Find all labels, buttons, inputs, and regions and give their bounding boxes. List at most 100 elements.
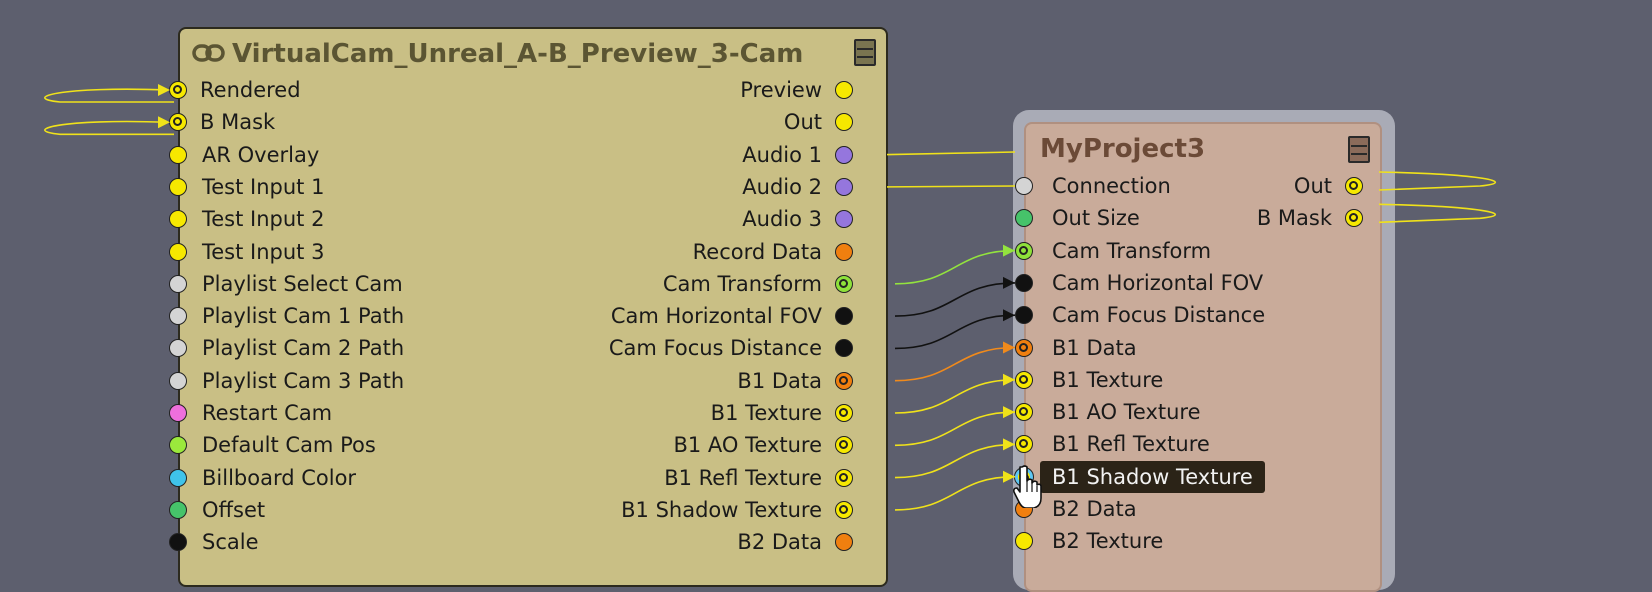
node-title[interactable]: MyProject3 bbox=[1040, 134, 1206, 164]
output-label: B1 Data bbox=[737, 368, 822, 393]
input-label: B1 AO Texture bbox=[1052, 400, 1201, 425]
wire bbox=[894, 346, 1016, 382]
b1-texture-input-port[interactable] bbox=[1015, 370, 1033, 389]
b1-ao-texture-output-port[interactable] bbox=[835, 436, 853, 455]
b2-texture-input-port[interactable] bbox=[1015, 532, 1033, 551]
out-output-port[interactable] bbox=[835, 113, 853, 132]
b2-data-output-port[interactable] bbox=[835, 533, 853, 552]
audio-1-output-port[interactable] bbox=[835, 145, 853, 164]
cam-horizontal-fov-input-port[interactable] bbox=[1015, 273, 1033, 292]
collapse-icon[interactable] bbox=[854, 39, 876, 66]
input-label: Playlist Cam 1 Path bbox=[202, 304, 405, 329]
input-label: AR Overlay bbox=[202, 142, 320, 167]
output-label: Cam Horizontal FOV bbox=[610, 304, 822, 329]
b-mask-input-port[interactable] bbox=[169, 113, 187, 132]
wire bbox=[44, 88, 174, 103]
audio-2-output-port[interactable] bbox=[835, 177, 853, 196]
output-label: Record Data bbox=[692, 239, 822, 264]
wire bbox=[894, 282, 1016, 317]
input-label: Cam Focus Distance bbox=[1052, 303, 1266, 328]
wire bbox=[886, 151, 1016, 156]
input-label: Cam Transform bbox=[1052, 238, 1212, 263]
input-label: B Mask bbox=[200, 110, 276, 135]
b1-shadow-texture-output-port[interactable] bbox=[835, 500, 853, 519]
output-label: B1 Texture bbox=[710, 401, 822, 425]
input-label: B1 Data bbox=[1052, 335, 1137, 360]
playlist-cam-3-path-input-port[interactable] bbox=[169, 371, 187, 390]
input-label: Offset bbox=[202, 497, 266, 522]
input-label: Default Cam Pos bbox=[202, 433, 376, 458]
output-label: B Mask bbox=[1256, 206, 1332, 231]
rendered-input-port[interactable] bbox=[169, 81, 187, 99]
b1-refl-texture-output-port[interactable] bbox=[835, 468, 853, 487]
wire bbox=[1378, 171, 1496, 191]
input-label: Connection bbox=[1052, 174, 1171, 198]
restart-cam-input-port[interactable] bbox=[169, 404, 187, 422]
output-label: B1 AO Texture bbox=[673, 433, 822, 458]
record-data-output-port[interactable] bbox=[835, 242, 853, 261]
output-label: B1 Shadow Texture bbox=[621, 497, 822, 522]
b1-data-output-port[interactable] bbox=[835, 371, 853, 390]
node-virtualcam[interactable]: VirtualCam_Unreal_A-B_Preview_3-Cam Rend… bbox=[169, 27, 888, 587]
audio-3-output-port[interactable] bbox=[835, 210, 853, 229]
offset-input-port[interactable] bbox=[169, 500, 187, 519]
input-label: Playlist Select Cam bbox=[202, 271, 403, 296]
playlist-cam-1-path-input-port[interactable] bbox=[169, 307, 187, 326]
wire bbox=[894, 443, 1016, 479]
collapse-icon[interactable] bbox=[1348, 136, 1370, 163]
output-label: B2 Data bbox=[737, 530, 822, 555]
test-input-2-input-port[interactable] bbox=[169, 210, 187, 229]
wire bbox=[894, 379, 1016, 414]
input-label: Test Input 3 bbox=[202, 239, 325, 264]
node-title-text: VirtualCam_Unreal_A-B_Preview_3-Cam bbox=[232, 39, 804, 69]
output-label: Out bbox=[783, 110, 822, 135]
default-cam-pos-input-port[interactable] bbox=[169, 436, 187, 455]
b1-data-input-port[interactable] bbox=[1015, 338, 1033, 357]
preview-output-port[interactable] bbox=[835, 81, 853, 99]
test-input-1-input-port[interactable] bbox=[169, 177, 187, 196]
input-label: B2 Data bbox=[1052, 497, 1137, 521]
wire bbox=[44, 120, 174, 136]
connection-input-port[interactable] bbox=[1015, 177, 1033, 195]
input-label: Playlist Cam 2 Path bbox=[202, 336, 405, 361]
node-title[interactable]: VirtualCam_Unreal_A-B_Preview_3-Cam bbox=[192, 39, 803, 69]
input-label: Rendered bbox=[200, 78, 301, 102]
wire bbox=[1378, 203, 1496, 224]
input-label: Scale bbox=[202, 530, 259, 555]
playlist-cam-2-path-input-port[interactable] bbox=[169, 339, 187, 358]
hand-pointer-icon bbox=[1013, 465, 1042, 508]
input-label: Test Input 2 bbox=[202, 207, 325, 232]
output-label: Audio 2 bbox=[742, 174, 822, 199]
out-output-port[interactable] bbox=[1345, 177, 1363, 195]
cam-focus-distance-input-port[interactable] bbox=[1015, 306, 1033, 325]
b-mask-output-port[interactable] bbox=[1345, 209, 1363, 228]
playlist-select-cam-input-port[interactable] bbox=[169, 274, 187, 293]
input-label: B1 Refl Texture bbox=[1052, 432, 1210, 457]
input-label: Playlist Cam 3 Path bbox=[202, 368, 405, 393]
input-label: Test Input 1 bbox=[202, 174, 325, 199]
test-input-3-input-port[interactable] bbox=[169, 242, 187, 261]
cam-transform-input-port[interactable] bbox=[1015, 241, 1033, 260]
b1-refl-texture-input-port[interactable] bbox=[1015, 435, 1033, 454]
input-label: Out Size bbox=[1052, 206, 1140, 231]
output-label: Audio 1 bbox=[742, 142, 822, 167]
port-tooltip: B1 Shadow Texture bbox=[1040, 461, 1265, 493]
cam-focus-distance-output-port[interactable] bbox=[835, 339, 853, 358]
cam-horizontal-fov-output-port[interactable] bbox=[835, 307, 853, 326]
ar-overlay-input-port[interactable] bbox=[169, 145, 187, 164]
link-icon bbox=[192, 44, 225, 62]
b1-texture-output-port[interactable] bbox=[835, 404, 853, 422]
output-label: Cam Transform bbox=[662, 271, 822, 296]
wire bbox=[894, 314, 1016, 350]
output-label: Preview bbox=[740, 78, 822, 102]
out-size-input-port[interactable] bbox=[1015, 209, 1033, 228]
scale-input-port[interactable] bbox=[169, 533, 187, 552]
input-label: Cam Horizontal FOV bbox=[1052, 270, 1264, 295]
cam-transform-output-port[interactable] bbox=[835, 274, 853, 293]
billboard-color-input-port[interactable] bbox=[169, 468, 187, 487]
output-label: B1 Refl Texture bbox=[664, 465, 822, 490]
output-label: Cam Focus Distance bbox=[608, 336, 822, 361]
b1-ao-texture-input-port[interactable] bbox=[1015, 403, 1033, 422]
wire bbox=[894, 475, 1016, 511]
